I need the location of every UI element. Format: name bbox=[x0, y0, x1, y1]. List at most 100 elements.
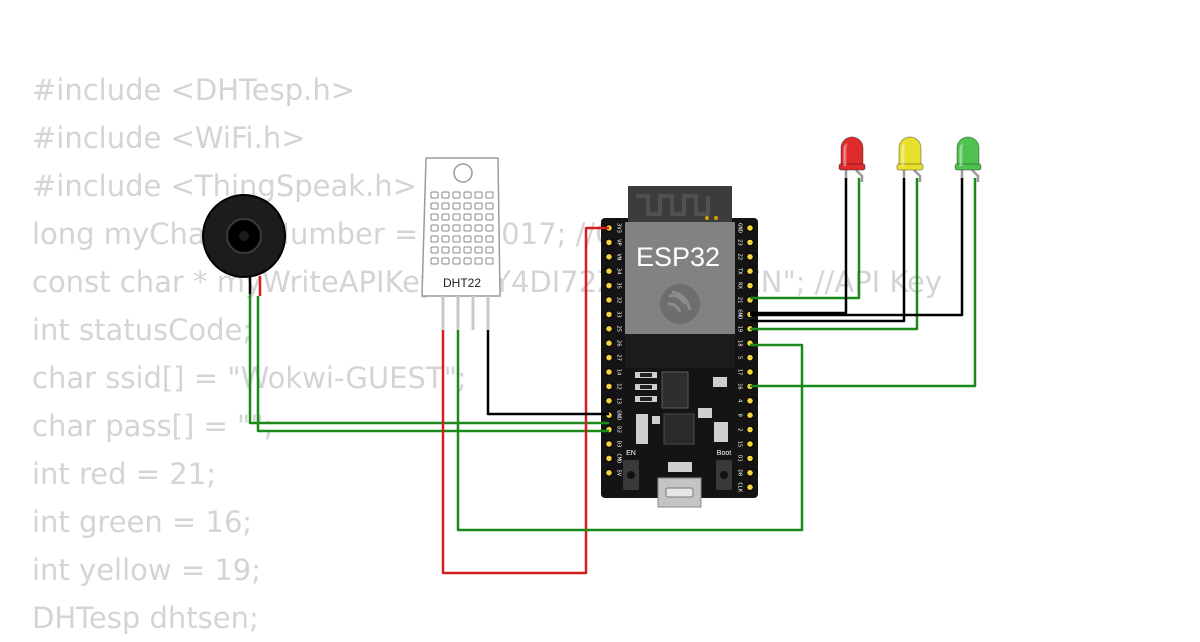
pin-label: 35 bbox=[616, 282, 622, 289]
grille-slot bbox=[463, 213, 472, 221]
pin[interactable] bbox=[605, 238, 613, 247]
pin[interactable] bbox=[605, 296, 613, 304]
pin[interactable] bbox=[605, 281, 613, 290]
grille-slot bbox=[474, 257, 483, 265]
grille-slot bbox=[452, 224, 461, 232]
pin-label: D3 bbox=[616, 441, 622, 448]
pin[interactable] bbox=[746, 411, 754, 420]
code-line: char ssid[] = "Wokwi-GUEST"; bbox=[32, 361, 467, 395]
yellow-led[interactable] bbox=[896, 136, 924, 182]
pin[interactable] bbox=[605, 339, 613, 348]
pin[interactable] bbox=[605, 325, 613, 333]
red-led[interactable] bbox=[838, 136, 866, 182]
code-line: #include <DHTesp.h> bbox=[32, 73, 356, 107]
pin-label: 27 bbox=[616, 354, 622, 361]
dht22-sensor[interactable]: DHT22 bbox=[421, 157, 501, 330]
code-line: int yellow = 19; bbox=[32, 553, 262, 587]
grille-slot bbox=[441, 213, 450, 221]
grille-slot bbox=[474, 191, 483, 199]
yellow-led-cathode-wire[interactable] bbox=[750, 178, 906, 323]
grille-slot bbox=[485, 257, 494, 265]
pin-label: 12 bbox=[616, 383, 622, 390]
pin[interactable] bbox=[746, 483, 754, 492]
pin[interactable] bbox=[746, 238, 754, 247]
pin-label: 18 bbox=[737, 340, 743, 347]
led-rim bbox=[954, 163, 982, 171]
pin[interactable] bbox=[746, 469, 754, 477]
pin[interactable] bbox=[746, 440, 754, 448]
pin-label: D1 bbox=[737, 455, 743, 462]
pin-label: 4 bbox=[737, 399, 743, 403]
pin[interactable] bbox=[605, 310, 613, 319]
pin[interactable] bbox=[605, 267, 613, 276]
espressif-logo-icon bbox=[660, 284, 700, 324]
grille-slot bbox=[452, 235, 461, 243]
pin-label: 25 bbox=[616, 325, 622, 332]
pin-label: 15 bbox=[737, 441, 743, 448]
grille-slot bbox=[463, 224, 472, 232]
grille-slot bbox=[441, 191, 450, 199]
grille-slot bbox=[441, 202, 450, 210]
pin-label: 21 bbox=[737, 297, 743, 304]
green-led-cathode-wire[interactable] bbox=[750, 178, 964, 317]
grille-slot bbox=[430, 213, 439, 221]
pin[interactable] bbox=[605, 454, 613, 463]
green-led-anode-wire[interactable] bbox=[750, 178, 977, 388]
pin-label: 26 bbox=[616, 340, 622, 347]
pin[interactable] bbox=[605, 440, 613, 448]
yellow-led-anode-wire[interactable] bbox=[750, 178, 919, 331]
pin-label: 5 bbox=[737, 356, 743, 359]
pin[interactable] bbox=[746, 353, 754, 362]
led-anode-leg bbox=[913, 169, 922, 182]
led-highlight bbox=[901, 141, 910, 166]
board-label: ESP32 bbox=[636, 242, 720, 272]
grille-slot bbox=[463, 235, 472, 243]
buzzer[interactable] bbox=[202, 194, 286, 296]
wires bbox=[248, 178, 977, 575]
pin[interactable] bbox=[746, 281, 754, 290]
pin[interactable] bbox=[605, 469, 613, 477]
pin[interactable] bbox=[746, 425, 754, 434]
pin[interactable] bbox=[605, 397, 613, 405]
pin-label: VN bbox=[616, 253, 622, 260]
grille-slot bbox=[452, 191, 461, 199]
pin-label: 5V bbox=[616, 469, 622, 476]
grille-slot bbox=[485, 224, 494, 232]
dht-vcc-wire[interactable] bbox=[441, 226, 609, 575]
pin[interactable] bbox=[605, 353, 613, 362]
grille-slot bbox=[463, 202, 472, 210]
pin[interactable] bbox=[746, 454, 754, 463]
boot-button[interactable] bbox=[716, 460, 732, 490]
en-button[interactable] bbox=[623, 460, 639, 490]
buzzer-wire-2[interactable] bbox=[256, 296, 609, 433]
grille-slot bbox=[474, 224, 483, 232]
code-line: int red = 21; bbox=[32, 457, 216, 491]
boot-label: Boot bbox=[717, 450, 731, 457]
pin[interactable] bbox=[605, 252, 613, 261]
red-led-cathode-wire[interactable] bbox=[750, 178, 848, 315]
pin-label: CLK bbox=[737, 482, 743, 493]
grille-slot bbox=[441, 246, 450, 254]
red-led-anode-wire[interactable] bbox=[750, 178, 861, 300]
buzzer-wire-1[interactable] bbox=[248, 294, 609, 425]
pin[interactable] bbox=[746, 252, 754, 261]
pin[interactable] bbox=[746, 397, 754, 405]
led-anode-leg bbox=[855, 169, 864, 182]
dht-data-wire[interactable] bbox=[456, 330, 804, 532]
grille-slot bbox=[485, 213, 494, 221]
grille-slot bbox=[485, 202, 494, 210]
pin[interactable] bbox=[746, 368, 754, 376]
pin[interactable] bbox=[746, 267, 754, 276]
usb-port bbox=[657, 477, 702, 508]
sensor-label: DHT22 bbox=[443, 276, 481, 290]
pin[interactable] bbox=[746, 224, 754, 232]
esp32-board[interactable]: ESP32 EN Boot bbox=[601, 186, 758, 508]
pin[interactable] bbox=[605, 368, 613, 376]
grille-slot bbox=[430, 191, 439, 199]
pin-label: VP bbox=[616, 239, 622, 246]
green-led[interactable] bbox=[954, 136, 982, 182]
dht-gnd-wire[interactable] bbox=[486, 330, 609, 416]
pin[interactable] bbox=[605, 382, 613, 391]
